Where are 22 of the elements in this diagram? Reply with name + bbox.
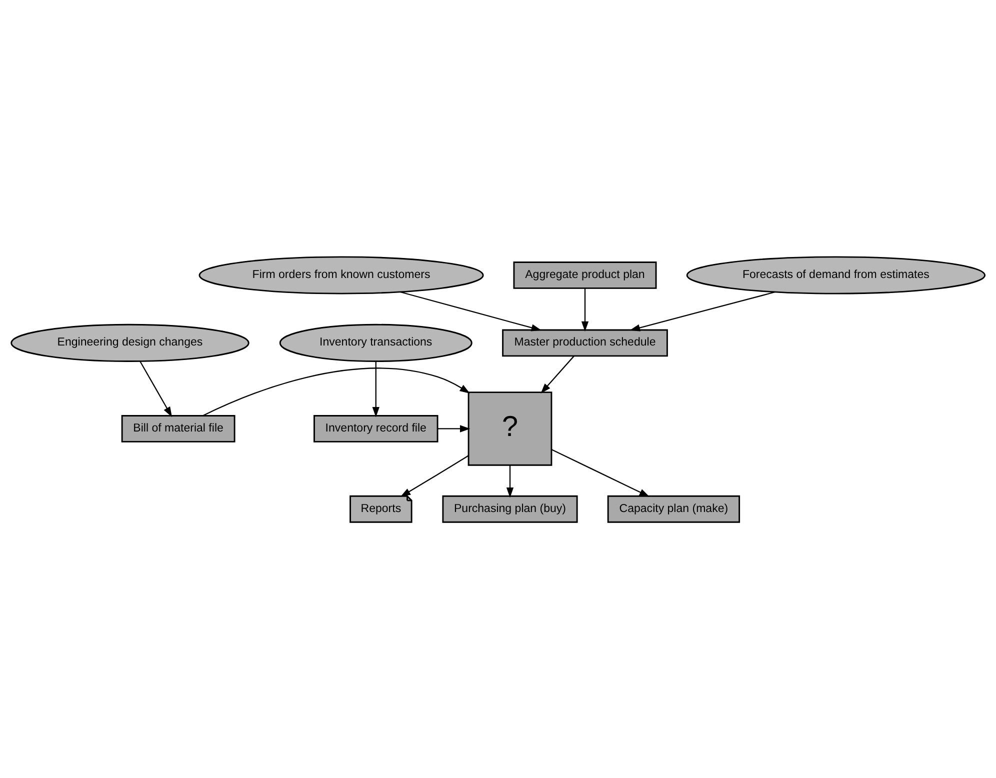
node-box: Inventory record file	[314, 414, 438, 442]
node-box: Aggregate product plan	[513, 261, 657, 288]
node-box: Capacity plan (make)	[607, 494, 740, 522]
arrow	[202, 367, 470, 416]
arrow	[506, 464, 514, 498]
node-box: Purchasing plan (buy)	[442, 494, 578, 522]
node-ellipse: Forecasts of demand from estimates	[686, 256, 986, 294]
node-box: Master production schedule	[502, 328, 668, 356]
node-ellipse: Firm orders from known customers	[198, 256, 484, 294]
arrow	[372, 360, 380, 417]
node-ellipse: Inventory transactions	[279, 323, 472, 362]
arrow	[400, 290, 542, 331]
arrow	[540, 355, 575, 393]
arrow	[581, 288, 589, 332]
node-box: Bill of material file	[121, 414, 236, 442]
node-box: ?	[468, 391, 552, 466]
arrow	[140, 360, 172, 417]
arrow	[438, 424, 470, 432]
arrow	[551, 448, 650, 496]
node-ellipse: Engineering design changes	[10, 323, 250, 362]
arrow	[400, 454, 469, 496]
arrow	[630, 290, 776, 331]
